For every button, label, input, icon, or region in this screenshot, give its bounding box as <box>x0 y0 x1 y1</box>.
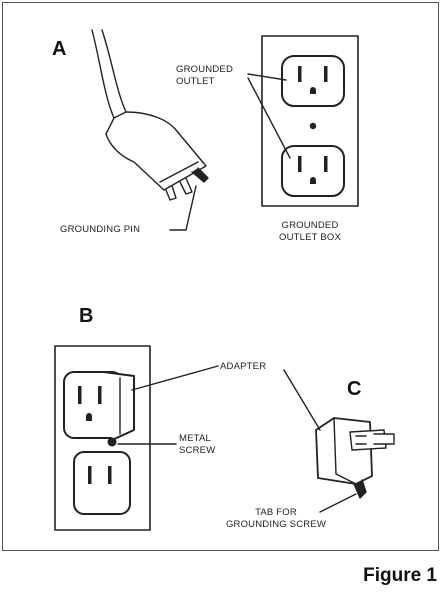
grounded-outlet-leader-bottom <box>247 77 291 159</box>
grounded-outlet-label-line2: OUTLET <box>176 76 215 87</box>
metal-screw-label-line1: METAL <box>179 433 211 444</box>
grounding-pin-leader <box>169 185 197 231</box>
adapter-leader-b <box>131 365 219 391</box>
label-c: C <box>347 378 362 400</box>
tab-leader <box>319 493 357 513</box>
grounding-adapter-illustration <box>315 417 395 499</box>
tab-for-grounding-screw-label: TAB FOR GROUNDING SCREW <box>216 507 336 531</box>
grounded-outlet-leader-top <box>247 73 287 81</box>
tab-label-line2: GROUNDING SCREW <box>225 519 327 530</box>
figure-caption: Figure 1 <box>363 565 437 586</box>
grounded-outlet-box <box>261 35 359 207</box>
outlet-box-label-line2: OUTLET BOX <box>278 232 341 243</box>
adapter-label: ADAPTER <box>220 361 267 372</box>
grounded-outlet-label: GROUNDED OUTLET <box>176 64 233 88</box>
label-a: A <box>52 38 67 60</box>
tab-label-line1: TAB FOR <box>255 507 297 518</box>
label-b: B <box>79 305 94 327</box>
metal-screw-label: METAL SCREW <box>179 433 215 457</box>
wall-plate-with-adapter <box>54 345 151 531</box>
grounded-outlet-label-line1: GROUNDED <box>176 64 234 75</box>
adapter-leader-c <box>283 369 321 431</box>
grounded-plug-illustration <box>91 29 209 201</box>
figure-frame <box>2 2 439 551</box>
outlet-box-label-line1: GROUNDED <box>281 220 339 231</box>
metal-screw-label-line2: SCREW <box>179 445 216 456</box>
grounded-outlet-box-label: GROUNDED OUTLET BOX <box>262 220 358 244</box>
grounding-pin-label: GROUNDING PIN <box>60 224 141 235</box>
